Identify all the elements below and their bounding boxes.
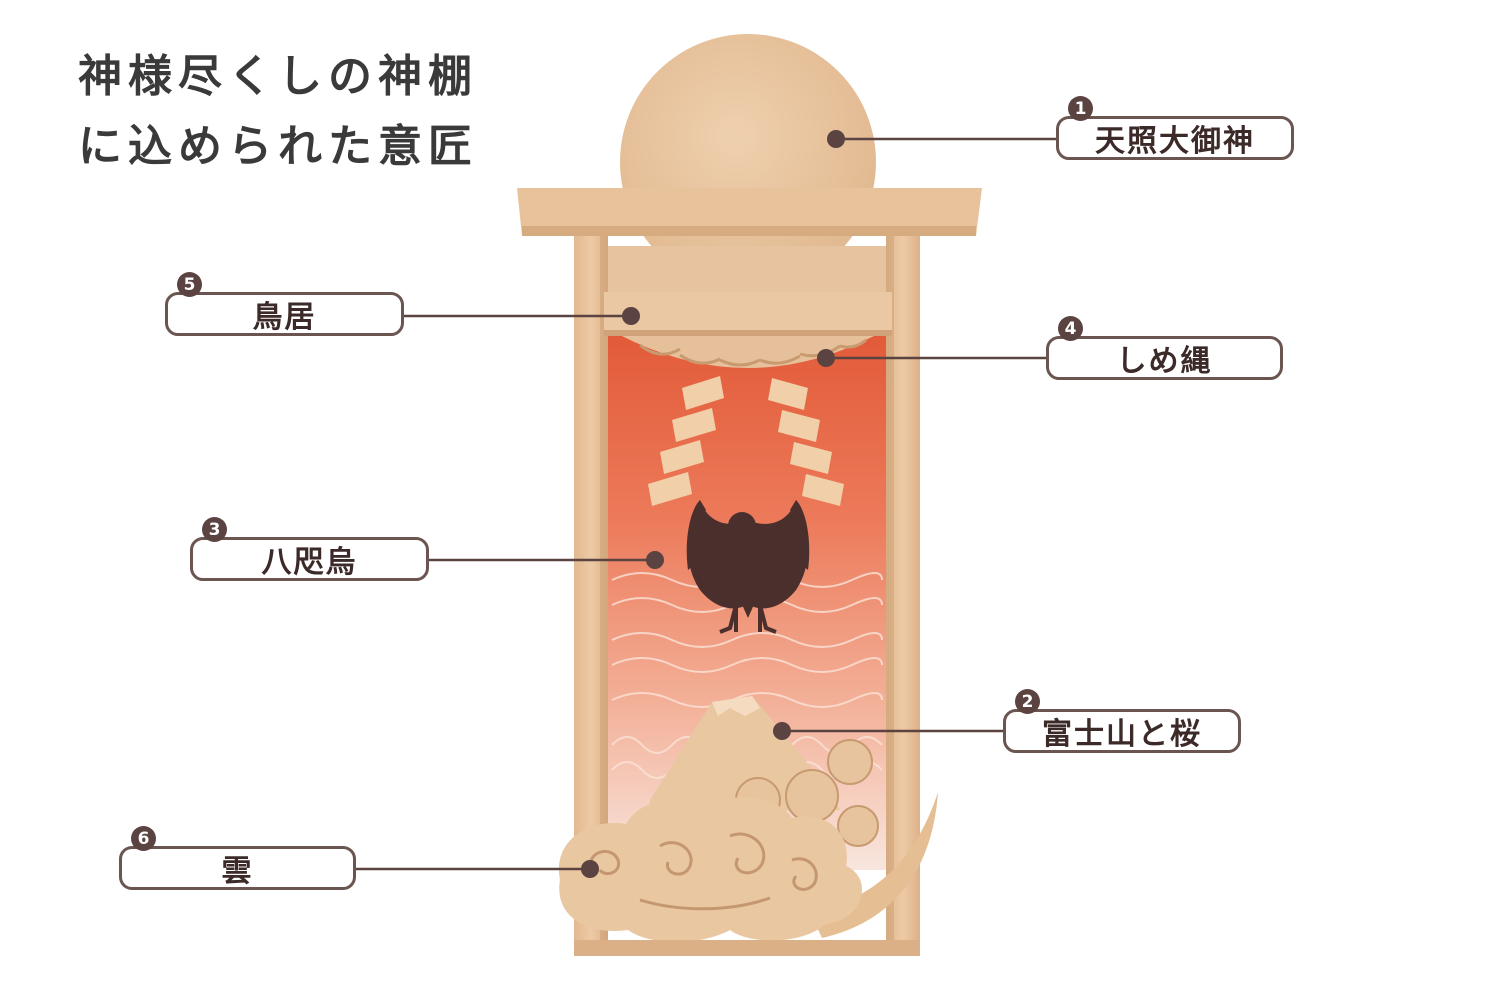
torii-crossbar: [604, 292, 892, 336]
roof: [517, 188, 982, 236]
shide-left: [648, 376, 724, 506]
callout-amaterasu: 天照大御神: [1056, 116, 1294, 160]
callout-label: 天照大御神: [1095, 124, 1255, 159]
shide-right: [768, 378, 844, 506]
callout-fuji-sakura: 富士山と桜: [1003, 709, 1241, 753]
title-line-2: に込められた意匠: [78, 121, 478, 172]
number-badge: 5: [177, 272, 202, 297]
number-badge: 1: [1068, 96, 1093, 121]
leader-lines: [356, 130, 1058, 878]
callout-label: 雲: [221, 854, 254, 889]
callout-shimenawa: しめ縄: [1046, 336, 1283, 380]
base: [574, 940, 920, 956]
yatagarasu-crow: [686, 500, 810, 634]
callout-label: 鳥居: [252, 300, 317, 335]
number-badge: 3: [202, 517, 227, 542]
callout-label: しめ縄: [1116, 344, 1213, 379]
title-line-1: 神様尽くしの神棚: [78, 51, 478, 102]
callout-yatagarasu: 八咫烏: [190, 537, 429, 581]
callout-cloud: 雲: [119, 846, 356, 890]
shimenawa-rope: [622, 336, 874, 368]
number-badge: 2: [1015, 689, 1040, 714]
page-title: 神様尽くしの神棚 に込められた意匠: [78, 42, 548, 182]
number-badge: 6: [131, 826, 156, 851]
callout-label: 八咫烏: [261, 545, 358, 580]
number-badge: 4: [1058, 316, 1083, 341]
callout-label: 富士山と桜: [1042, 717, 1202, 752]
cloud-carving: [558, 797, 863, 942]
callout-torii: 鳥居: [165, 292, 404, 336]
